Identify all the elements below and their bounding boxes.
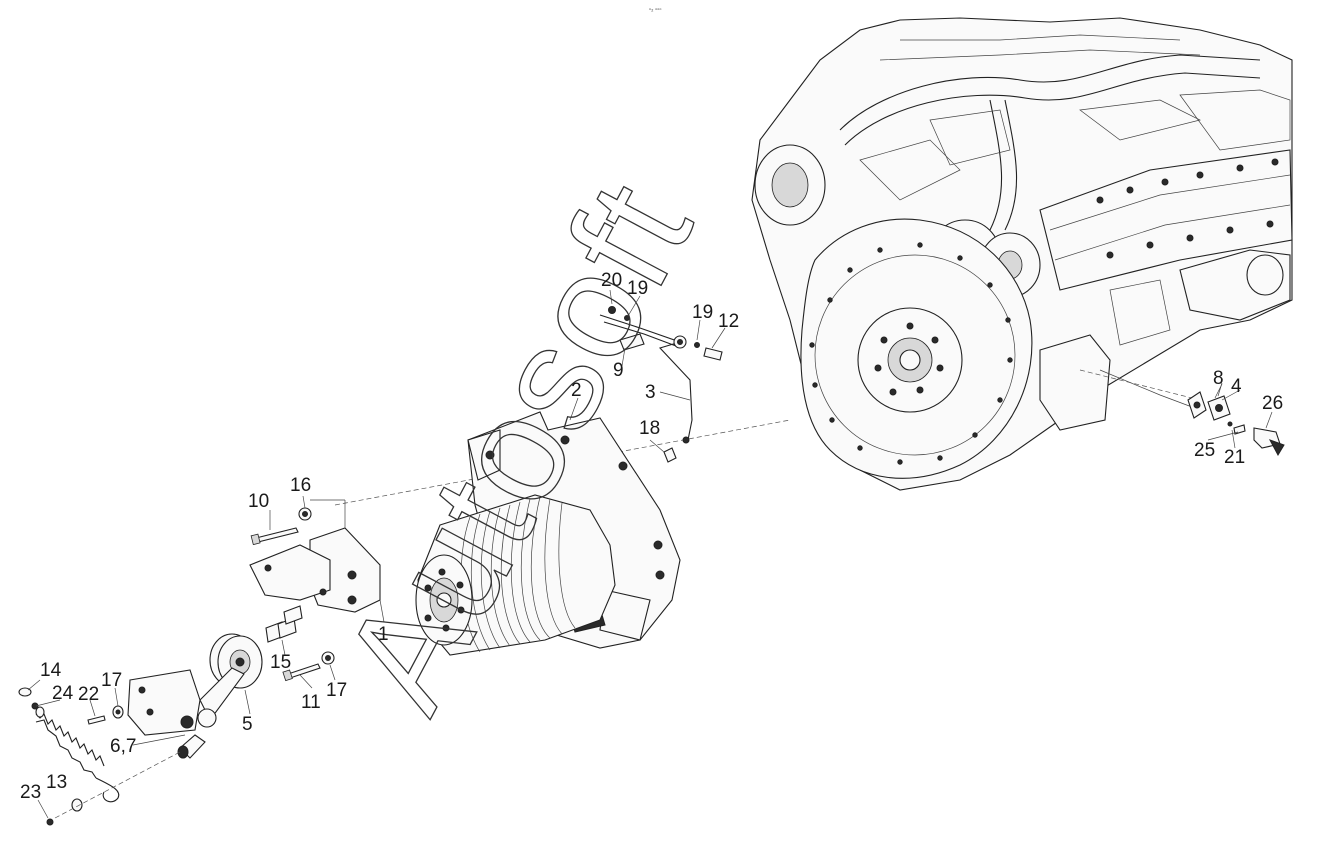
bolt-11 [282, 663, 321, 682]
assembly-axis-line [334, 419, 791, 506]
callout-13: 13 [46, 772, 67, 793]
watermark: Autosoft [309, 155, 725, 735]
leader-lines [27, 289, 1273, 819]
watermark-text: Autosoft [310, 156, 724, 735]
callout-12: 12 [718, 311, 739, 332]
sensor-axis-line [1079, 369, 1201, 401]
washer-24 [31, 702, 39, 710]
callout-17-right: 17 [326, 680, 347, 701]
callout-16: 16 [290, 475, 311, 496]
callout-5: 5 [242, 714, 253, 735]
callout-23: 23 [20, 782, 41, 803]
header-mark: ▫₂ ▫▫▫ [649, 7, 662, 13]
callout-24: 24 [52, 683, 74, 704]
tension-spring [35, 706, 120, 803]
sensor-harness [599, 306, 723, 463]
callout-4: 4 [1231, 376, 1242, 397]
callout-21: 21 [1224, 447, 1245, 468]
bolt-10 [250, 527, 299, 546]
nut-16 [298, 507, 312, 521]
engine-assembly [751, 17, 1293, 491]
callout-20: 20 [601, 270, 622, 291]
callout-6-7: 6,7 [110, 736, 136, 757]
callout-26: 26 [1262, 393, 1283, 414]
callout-labels: 1 2 3 4 5 6,7 8 9 10 11 12 13 14 15 16 1… [20, 270, 1283, 803]
callout-15: 15 [270, 652, 291, 673]
callout-10: 10 [248, 491, 269, 512]
speed-sensor-mount [1187, 391, 1285, 457]
callout-25: 25 [1194, 440, 1215, 461]
callout-1: 1 [378, 624, 389, 645]
callout-17-left: 17 [101, 670, 122, 691]
callout-19-right: 19 [692, 302, 713, 323]
washer-13 [71, 798, 83, 812]
pulley-drum [415, 494, 616, 656]
callout-14: 14 [40, 660, 62, 681]
bolt-22 [87, 715, 106, 725]
callout-11: 11 [301, 692, 321, 713]
callout-19-left: 19 [627, 278, 648, 299]
shims-15 [265, 605, 303, 643]
washer-17-left [112, 705, 124, 719]
tensioner-arm [127, 667, 245, 759]
tensioner-bracket [249, 499, 381, 613]
callout-9: 9 [613, 360, 624, 381]
callout-8: 8 [1213, 368, 1224, 389]
callout-2: 2 [571, 380, 582, 401]
bolt-23 [46, 818, 54, 826]
callout-18: 18 [639, 418, 660, 439]
callout-22: 22 [78, 684, 99, 705]
callout-3: 3 [645, 382, 656, 403]
nut-17-right [321, 651, 335, 665]
